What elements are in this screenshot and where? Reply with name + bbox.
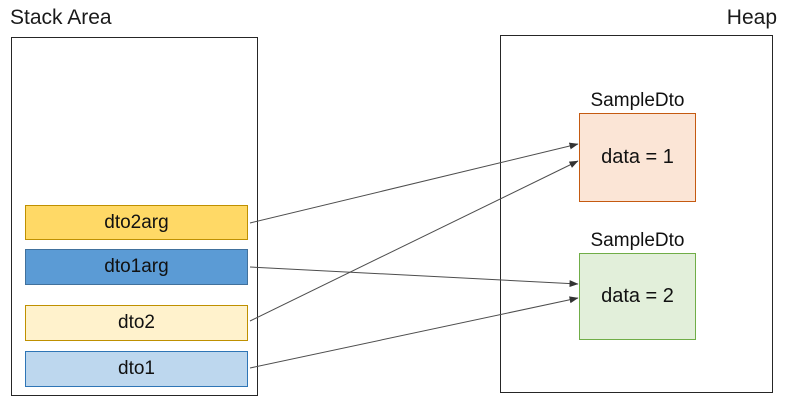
stack-frame-dto2-label: dto2	[118, 312, 155, 333]
heap-object1-value: data = 1	[601, 146, 674, 168]
heap-object2-type-label: SampleDto	[590, 230, 685, 251]
stack-frame-dto1-label: dto1	[118, 358, 155, 379]
stack-frame-dto1: dto1	[25, 351, 248, 387]
heap-object1-box: data = 1	[579, 113, 696, 202]
stack-frame-dto1arg: dto1arg	[25, 249, 248, 285]
stack-frame-dto2arg-label: dto2arg	[104, 211, 169, 233]
heap-object2-value: data = 2	[601, 285, 674, 307]
stack-area-title: Stack Area	[10, 6, 112, 29]
heap-object1-type-label: SampleDto	[590, 90, 685, 111]
stack-frame-dto1arg-label: dto1arg	[104, 256, 169, 277]
stack-frame-dto2: dto2	[25, 305, 248, 341]
heap-object2-box: data = 2	[579, 253, 696, 340]
stack-frame-dto2arg: dto2arg	[25, 205, 248, 240]
heap-title: Heap	[726, 6, 777, 29]
